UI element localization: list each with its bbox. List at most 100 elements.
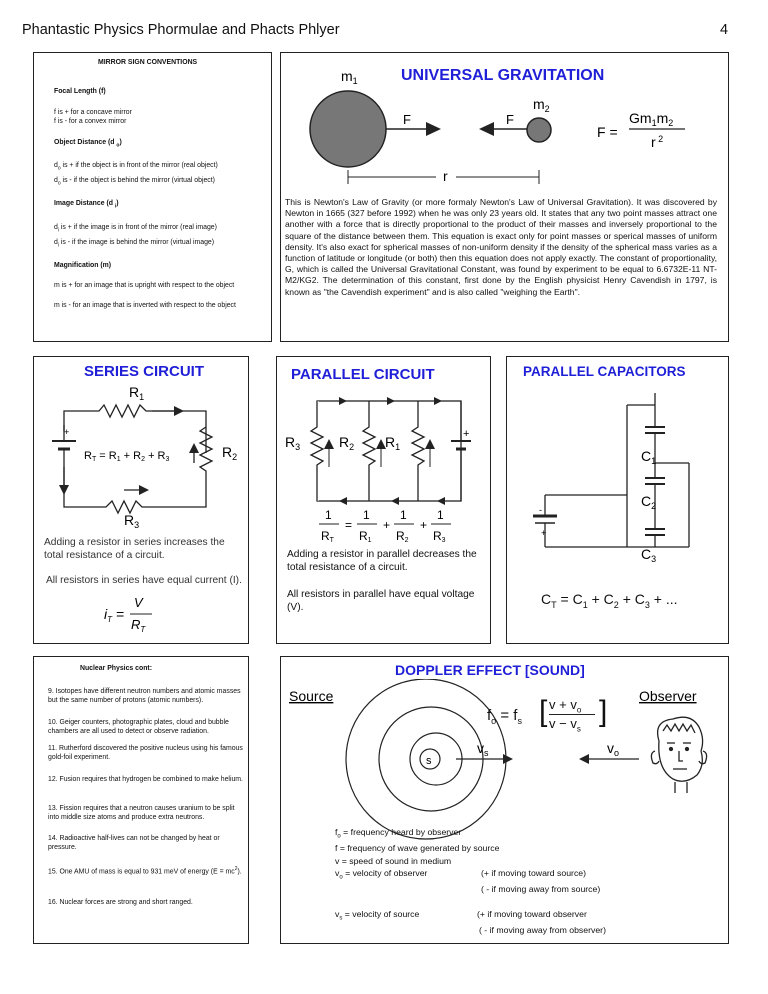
def-vo-plus: (+ if moving toward source) bbox=[481, 868, 587, 878]
gravitation-title: UNIVERSAL GRAVITATION bbox=[401, 67, 604, 84]
parallel-title: PARALLEL CIRCUIT bbox=[291, 366, 435, 383]
observer-label: Observer bbox=[639, 688, 697, 704]
distance-label: r bbox=[443, 168, 448, 184]
vo-label: vo bbox=[607, 740, 619, 758]
m1-label: m1 bbox=[341, 68, 358, 86]
resistor-r2 bbox=[63, 426, 214, 515]
gravitation-panel: m1 UNIVERSAL GRAVITATION F m2 F F = Gm1m… bbox=[280, 52, 729, 342]
resistor-r1 bbox=[63, 403, 207, 453]
object-distance-heading: Object Distance (d o) bbox=[54, 139, 122, 149]
image-rule-1: di is + if the image is in front of the … bbox=[54, 224, 217, 234]
parallel-note-2: All resistors in parallel have equal vol… bbox=[287, 589, 475, 613]
nuclear-item-13: 13. Fission requires that a neutron caus… bbox=[48, 805, 235, 821]
nuclear-item-14: 14. Radioactive half-lives can not be ch… bbox=[48, 835, 220, 851]
image-rule-2: di is - if the image is behind the mirro… bbox=[54, 239, 215, 249]
vs-label: vs bbox=[477, 740, 489, 758]
focal-rule-1: f is + for a concave mirror bbox=[54, 109, 132, 116]
source-label: Source bbox=[289, 688, 334, 704]
def-v: v = speed of sound in medium bbox=[335, 856, 452, 866]
focal-rule-2: f is - for a convex mirror bbox=[54, 118, 127, 125]
r2-label: R2 bbox=[339, 434, 354, 452]
svg-text:V: V bbox=[134, 595, 144, 610]
gravitation-diagram: m1 UNIVERSAL GRAVITATION F m2 F F = Gm1m… bbox=[309, 67, 685, 186]
r1-label: R1 bbox=[129, 384, 144, 402]
formula-lhs: F = bbox=[597, 124, 618, 140]
series-note-1: Adding a resistor in series increases th… bbox=[44, 537, 225, 561]
doppler-diagram: Source Observer s vs vo bbox=[289, 679, 708, 840]
capacitor-diagram: - + C1 C2 C3 bbox=[533, 393, 690, 564]
nuclear-item-11: 11. Rutherford discovered the positive n… bbox=[48, 745, 243, 761]
parallel-note-1: Adding a resistor in parallel decreases … bbox=[287, 549, 477, 573]
mirror-conventions-panel: MIRROR SIGN CONVENTIONS Focal Length (f)… bbox=[33, 52, 272, 342]
nuclear-item-12: 12. Fusion requires that hydrogen be com… bbox=[48, 776, 243, 783]
svg-text:-: - bbox=[539, 505, 542, 515]
c2-label: C2 bbox=[641, 493, 656, 511]
svg-text:R1: R1 bbox=[359, 529, 372, 544]
svg-text:RT: RT bbox=[321, 529, 335, 544]
svg-text:1: 1 bbox=[363, 508, 370, 522]
magnification-rule-1: m is + for an image that is upright with… bbox=[54, 282, 235, 289]
resistor-r3 bbox=[309, 401, 325, 501]
svg-text:R3: R3 bbox=[433, 529, 446, 544]
c3-label: C3 bbox=[641, 546, 656, 564]
r1-label: R1 bbox=[385, 434, 400, 452]
page-number: 4 bbox=[720, 22, 729, 38]
page-header-title: Phantastic Physics Phormulae and Phacts … bbox=[22, 22, 340, 38]
def-vs: vs = velocity of source bbox=[335, 909, 420, 922]
svg-text:s: s bbox=[426, 755, 432, 767]
svg-text:=: = bbox=[345, 518, 352, 532]
series-formula: RT = R1 + R2 + R3 bbox=[84, 450, 170, 463]
svg-text:+: + bbox=[64, 427, 69, 437]
nuclear-physics-panel: Nuclear Physics cont: 9. Isotopes have d… bbox=[33, 656, 249, 944]
mirror-title: MIRROR SIGN CONVENTIONS bbox=[98, 59, 198, 66]
capacitors-title: PARALLEL CAPACITORS bbox=[523, 364, 686, 379]
magnification-rule-2: m is - for an image that is inverted wit… bbox=[54, 302, 236, 309]
svg-text:+: + bbox=[463, 428, 469, 440]
doppler-title: DOPPLER EFFECT [SOUND] bbox=[395, 662, 585, 678]
force-label-right: F bbox=[506, 112, 514, 127]
focal-length-heading: Focal Length (f) bbox=[54, 88, 106, 95]
series-circuit-panel: SERIES CIRCUIT R1 R2 R3 + RT = R1 + R2 +… bbox=[33, 356, 249, 644]
svg-text:+: + bbox=[541, 528, 546, 538]
object-rule-2: do is - if the object is behind the mirr… bbox=[54, 177, 215, 187]
def-vs-minus: ( - if moving away from observer) bbox=[479, 925, 606, 935]
series-circuit-diagram: R1 R2 R3 + RT = R1 + R2 + R3 bbox=[52, 384, 237, 530]
gravitation-text: This is Newton's Law of Gravity (or more… bbox=[285, 197, 717, 297]
resistor-r1 bbox=[410, 401, 426, 501]
mass-1-sphere bbox=[309, 90, 387, 168]
svg-text:+: + bbox=[383, 518, 390, 532]
nuclear-item-9: 9. Isotopes have different neutron numbe… bbox=[48, 688, 241, 704]
c1-label: C1 bbox=[641, 448, 656, 466]
def-vo-minus: ( - if moving away from source) bbox=[481, 884, 601, 894]
series-note-2: All resistors in series have equal curre… bbox=[46, 575, 242, 586]
r2-label: R2 bbox=[222, 444, 237, 462]
doppler-formula: fo = fs [ v + vo v − vs ] bbox=[487, 695, 608, 734]
observer-face bbox=[650, 716, 708, 793]
object-rule-1: do is + if the object is in front of the… bbox=[54, 162, 218, 172]
nuclear-title: Nuclear Physics cont: bbox=[80, 665, 152, 672]
nuclear-item-10: 10. Geiger counters, photographic plates… bbox=[48, 719, 229, 735]
force-label-left: F bbox=[403, 112, 411, 127]
nuclear-item-16: 16. Nuclear forces are strong and short … bbox=[48, 899, 193, 906]
image-distance-heading: Image Distance (d i) bbox=[54, 200, 119, 210]
def-fo: fo = frequency heard by observer bbox=[335, 827, 462, 840]
svg-text:1: 1 bbox=[325, 508, 332, 522]
ohms-law-formula: iT = V RT bbox=[104, 595, 152, 634]
def-vo: vo = velocity of observer bbox=[335, 868, 428, 881]
def-f: f = frequency of wave generated by sourc… bbox=[335, 843, 500, 853]
magnification-heading: Magnification (m) bbox=[54, 262, 112, 269]
parallel-capacitors-panel: PARALLEL CAPACITORS - + C1 C2 C3 CT = C1… bbox=[506, 356, 729, 644]
svg-text:R2: R2 bbox=[396, 529, 409, 544]
parallel-formula: 1RT = 1R1 + 1R2 + 1R3 bbox=[319, 508, 451, 544]
doppler-panel: DOPPLER EFFECT [SOUND] Source Observer s… bbox=[280, 656, 729, 944]
nuclear-item-15: 15. One AMU of mass is equal to 931 meV … bbox=[48, 866, 242, 876]
svg-text:1: 1 bbox=[437, 508, 444, 522]
svg-text:1: 1 bbox=[400, 508, 407, 522]
sound-source bbox=[419, 748, 441, 770]
formula-numerator: Gm1m2 bbox=[629, 110, 673, 128]
m2-label: m2 bbox=[533, 96, 550, 114]
r3-label: R3 bbox=[124, 512, 139, 530]
resistor-r2 bbox=[361, 401, 377, 501]
svg-text:iT =: iT = bbox=[104, 606, 124, 624]
